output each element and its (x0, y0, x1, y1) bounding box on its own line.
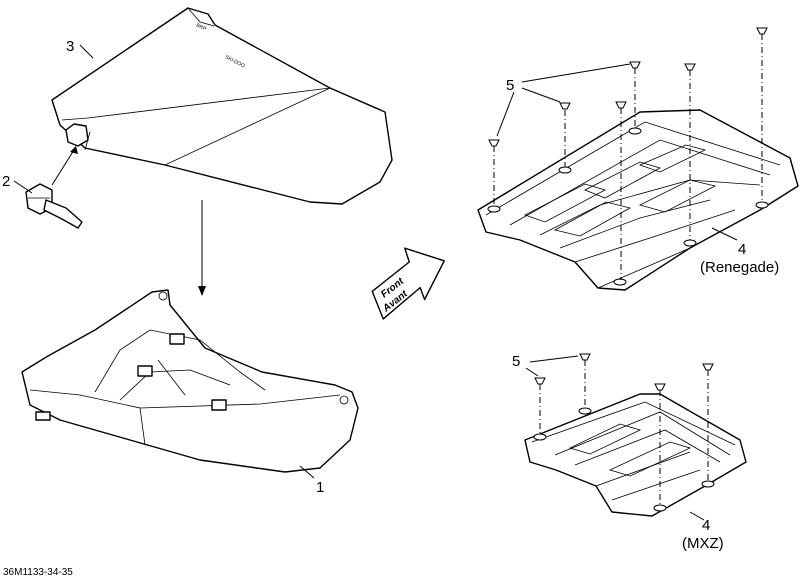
leader-part5-bottom-a (529, 355, 579, 363)
callout-part5-top: 5 (506, 77, 514, 94)
callout-part4-top: 4 (738, 241, 746, 258)
callout-part5-bottom: 5 (512, 353, 520, 370)
clip-arrow-head (70, 146, 78, 154)
callout-part3: 3 (66, 38, 74, 55)
hood-part (21, 289, 359, 473)
clip-to-windshield-arrow (51, 149, 75, 186)
figure-code: 36M1133-34-35 (3, 567, 73, 578)
front-direction-arrow: Front Avant (371, 247, 445, 320)
windshield-part: SKI-DOO BRP (51, 7, 393, 205)
leader-part5-bottom-b (525, 367, 539, 377)
assembly-arrow-head (198, 286, 206, 296)
callout-part2: 2 (2, 173, 10, 190)
clip-part (25, 183, 83, 229)
leader-part1 (299, 465, 315, 479)
screws-mxz (534, 353, 714, 505)
svg-text:BRP: BRP (195, 22, 207, 32)
leader-part4-top (711, 227, 738, 241)
skid-plate-renegade (477, 109, 799, 291)
leader-part3 (79, 44, 94, 59)
callout-part4-bottom-variant: (MXZ) (682, 535, 724, 552)
callout-part4-top-variant: (Renegade) (700, 259, 779, 276)
leader-part4-bottom (689, 511, 705, 521)
screws-renegade (488, 27, 768, 280)
callout-part1: 1 (316, 479, 324, 496)
leader-part2 (13, 180, 33, 194)
leader-part5-top-b (521, 87, 561, 103)
callout-part4-bottom: 4 (702, 517, 710, 534)
leader-part5-top-a (521, 63, 631, 83)
leader-part5-top-c (496, 91, 515, 137)
skid-plate-mxz (524, 393, 747, 517)
